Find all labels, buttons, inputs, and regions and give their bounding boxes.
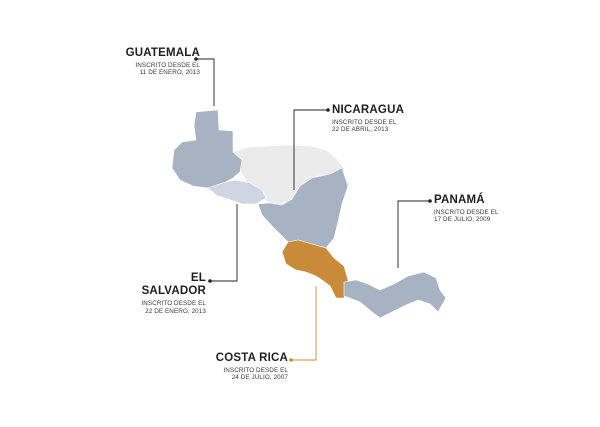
map-region-nicaragua: [257, 167, 349, 249]
label-guatemala: GUATEMALA INSCRITO DESDE EL 11 DE ENERO,…: [124, 47, 200, 77]
inscription-date-panama: 17 DE JULIO, 2009: [434, 216, 491, 224]
leader-elsalvador: [210, 204, 238, 282]
country-name-panama: PANAMÁ: [434, 194, 485, 206]
leader-nicaragua: [293, 109, 328, 190]
leader-panama-dot: [428, 199, 432, 203]
inscription-date-nicaragua: 22 DE ABRIL, 2013: [332, 126, 389, 134]
country-name-nicaragua: NICARAGUA: [332, 104, 405, 116]
inscription-line-panama: INSCRITO DESDE EL: [434, 209, 499, 217]
country-name-costarica: COSTA RICA: [215, 352, 288, 364]
leader-nicaragua-dot: [326, 108, 330, 112]
leader-elsalvador-dot: [208, 279, 212, 283]
inscription-line-costarica: INSCRITO DESDE EL: [223, 367, 288, 375]
map-region-panama: [343, 271, 447, 319]
country-name-guatemala: GUATEMALA: [125, 47, 200, 59]
inscription-line-elsalvador: INSCRITO DESDE EL: [141, 300, 206, 308]
map-region-guatemala: [171, 109, 243, 189]
label-panama: PANAMÁ INSCRITO DESDE EL 17 DE JULIO, 20…: [434, 194, 514, 224]
label-costarica: COSTA RICA INSCRITO DESDE EL 24 DE JULIO…: [212, 352, 288, 382]
map-region-elsalvador: [207, 179, 267, 205]
inscription-date-costarica: 24 DE JULIO, 2007: [231, 374, 288, 382]
inscription-line-guatemala: INSCRITO DESDE EL: [135, 62, 200, 70]
leader-guatemala: [196, 58, 215, 106]
leader-guatemala-dot: [194, 57, 198, 61]
leader-costarica: [291, 286, 317, 361]
leader-panama: [397, 200, 430, 268]
map-region-costarica: [281, 239, 349, 299]
leader-costarica-dot: [289, 358, 293, 362]
inscription-date-elsalvador: 22 DE ENERO, 2013: [145, 307, 206, 315]
inscription-line-nicaragua: INSCRITO DESDE EL: [332, 119, 397, 127]
label-nicaragua: NICARAGUA INSCRITO DESDE EL 22 DE ABRIL,…: [332, 104, 412, 134]
label-elsalvador: EL SALVADOR INSCRITO DESDE EL 22 DE ENER…: [128, 272, 206, 315]
inscription-date-guatemala: 11 DE ENERO, 2013: [139, 69, 200, 77]
country-name-elsalvador: EL SALVADOR: [141, 272, 206, 298]
